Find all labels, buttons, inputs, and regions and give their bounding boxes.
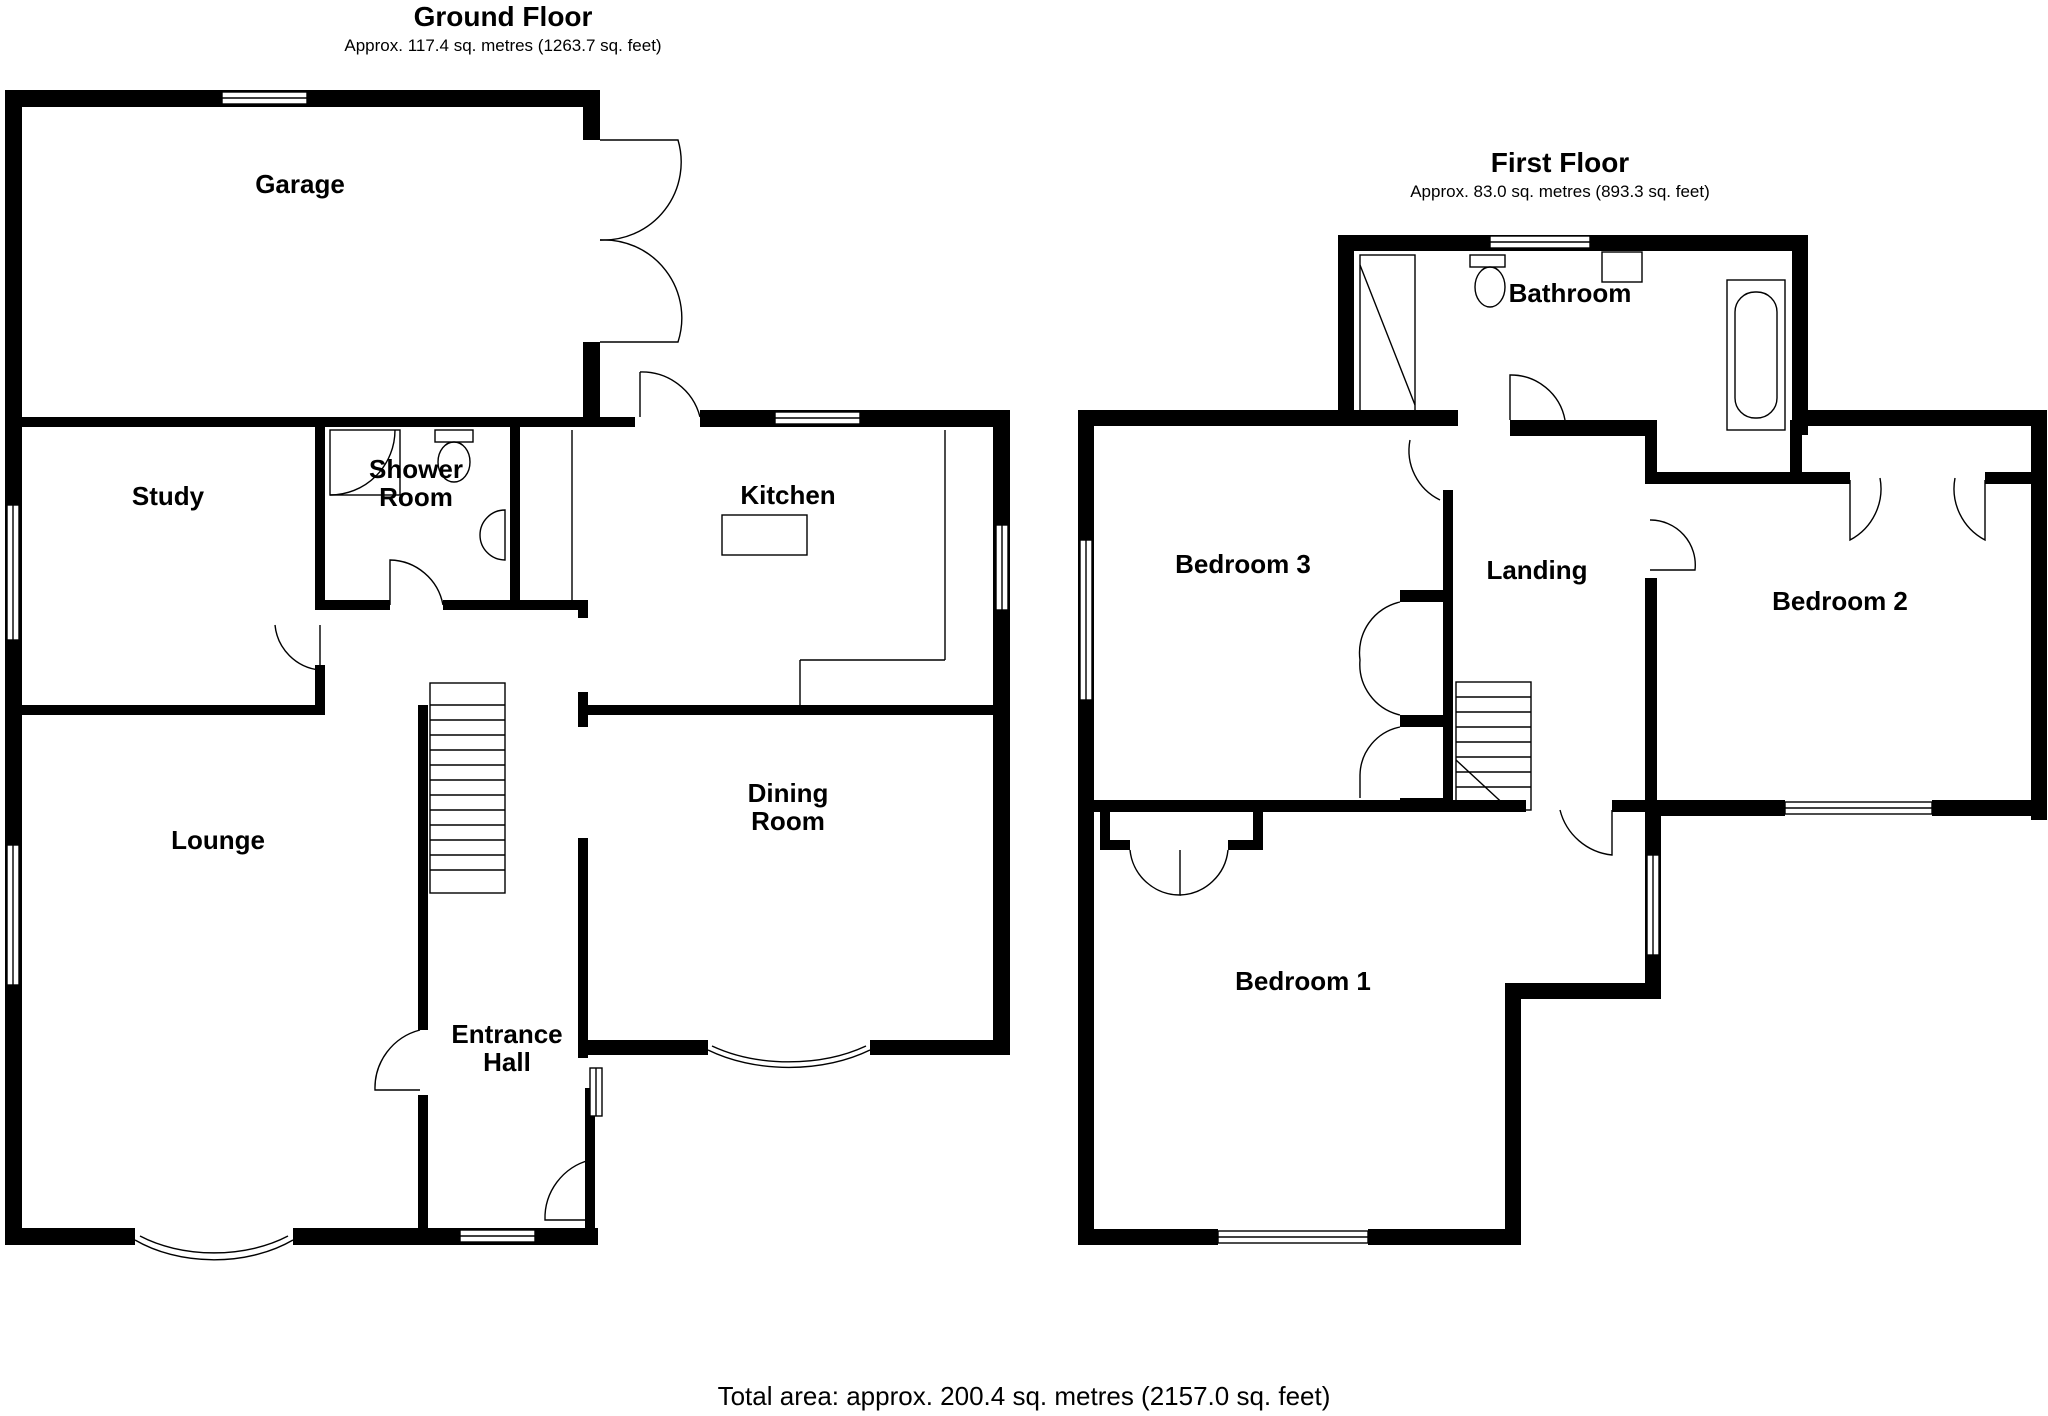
- ground-floor-fixtures: [329, 429, 946, 894]
- first-floor-doors: [1129, 374, 1986, 896]
- ground-floor-title: Ground Floor: [414, 1, 593, 32]
- ground-floor-doors: [134, 139, 871, 1261]
- room-label-shower-room-2: Room: [379, 482, 453, 512]
- room-label-study: Study: [132, 481, 205, 511]
- room-label-bathroom: Bathroom: [1509, 278, 1632, 308]
- first-floor-title: First Floor: [1491, 147, 1630, 178]
- room-label-shower-room-1: Shower: [369, 454, 463, 484]
- room-label-lounge: Lounge: [171, 825, 265, 855]
- room-label-garage: Garage: [255, 169, 345, 199]
- ground-floor-windows: [6, 91, 1009, 1243]
- room-label-bedroom-1: Bedroom 1: [1235, 966, 1371, 996]
- room-label-landing: Landing: [1486, 555, 1587, 585]
- room-label-bedroom-2: Bedroom 2: [1772, 586, 1908, 616]
- room-label-bedroom-3: Bedroom 3: [1175, 549, 1311, 579]
- room-label-entrance-hall-1: Entrance: [451, 1019, 562, 1049]
- first-floor-windows: [1079, 235, 1933, 1244]
- first-floor-area: Approx. 83.0 sq. metres (893.3 sq. feet): [1410, 182, 1710, 201]
- total-area: Total area: approx. 200.4 sq. metres (21…: [718, 1381, 1331, 1411]
- first-floor-fixtures: [1359, 251, 1786, 811]
- room-label-dining-room-2: Room: [751, 806, 825, 836]
- first-stairs: [1455, 681, 1532, 811]
- room-label-kitchen: Kitchen: [740, 480, 835, 510]
- ground-stairs: [429, 682, 506, 894]
- ground-floor-area: Approx. 117.4 sq. metres (1263.7 sq. fee…: [344, 36, 661, 55]
- room-label-dining-room-1: Dining: [748, 778, 829, 808]
- room-label-entrance-hall-2: Hall: [483, 1047, 531, 1077]
- first-floor-walls: [1078, 235, 2047, 1245]
